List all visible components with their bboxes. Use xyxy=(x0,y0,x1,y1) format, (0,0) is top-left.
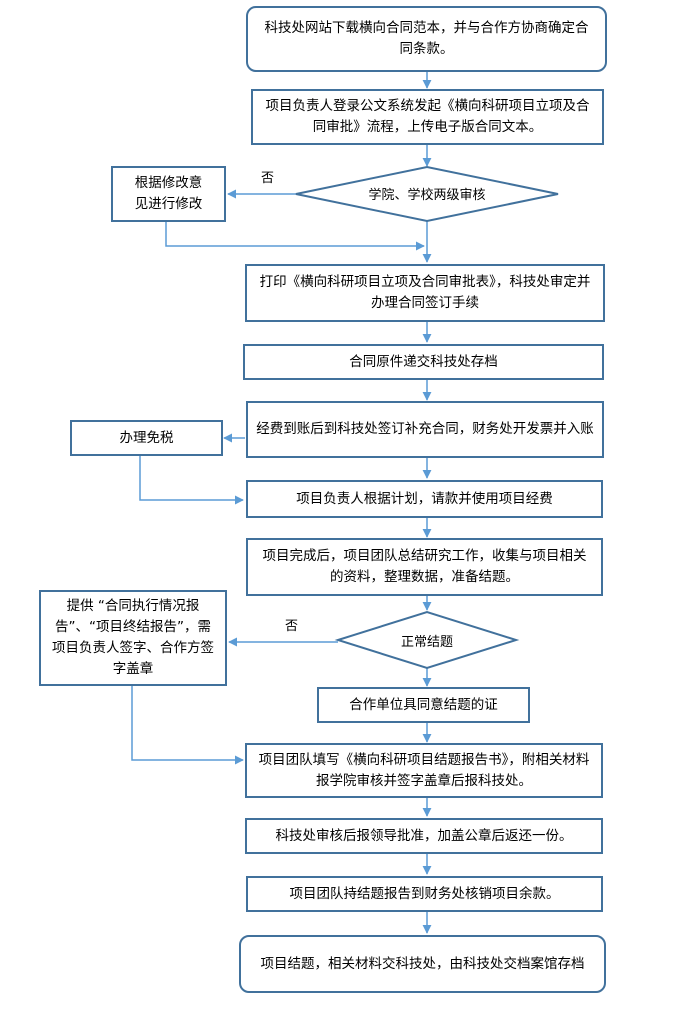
decision-review-label: 学院、学校两级审核 xyxy=(368,188,486,203)
step-download-template-text: 科技处网站下载横向合同范本，并与合作方协商确定合同条款。 xyxy=(264,20,589,57)
step-use-funds: 项目负责人根据计划，请款并使用项目经费 xyxy=(246,480,603,518)
step-provide-reports-text: 提供 “合同执行情况报告”、“项目终结报告”，需项目负责人签字、合作方签字盖章 xyxy=(52,598,214,677)
step-leader-approval-text: 科技处审核后报领导批准，加盖公章后返还一份。 xyxy=(275,827,573,844)
step-project-closed-text: 项目结题，相关材料交科技处，由科技处交档案馆存档 xyxy=(260,955,585,972)
step-prepare-closure-text: 项目完成后，项目团队总结研究工作，收集与项目相关的资料，整理数据，准备结题。 xyxy=(262,548,587,585)
step-tax-exemption: 办理免税 xyxy=(70,420,223,456)
arrow-side3-s9 xyxy=(131,686,244,765)
decision-review-no-label: 否 xyxy=(261,171,275,186)
step-archive-original: 合同原件递交科技处存档 xyxy=(243,344,604,380)
decision-normal-closure-no-label: 否 xyxy=(285,619,299,634)
step-use-funds-text: 项目负责人根据计划，请款并使用项目经费 xyxy=(296,490,553,507)
step-initiate-approval: 项目负责人登录公文系统发起《横向科研项目立项及合同审批》流程，上传电子版合同文本… xyxy=(251,89,604,145)
step-tax-exemption-text: 办理免税 xyxy=(119,429,174,446)
step-closure-report-text: 项目团队填写《横向科研项目结题报告书》，附相关材料报学院审核并签字盖章后报科技处… xyxy=(258,751,590,789)
step-revise: 根据修改意见进行修改 xyxy=(111,166,226,222)
decision-diamond-1 xyxy=(295,165,559,223)
step-project-closed: 项目结题，相关材料交科技处，由科技处交档案馆存档 xyxy=(239,935,606,993)
arrow-side2-s6 xyxy=(139,456,244,505)
step-archive-original-text: 合同原件递交科技处存档 xyxy=(349,353,498,370)
step-leader-approval: 科技处审核后报领导批准，加盖公章后返还一份。 xyxy=(245,818,603,854)
step-funds-received-text: 经费到账后到科技处签订补充合同，财务处开发票并入账 xyxy=(256,421,594,437)
step-closure-report: 项目团队填写《横向科研项目结题报告书》，附相关材料报学院审核并签字盖章后报科技处… xyxy=(245,743,603,798)
step-funds-received: 经费到账后到科技处签订补充合同，财务处开发票并入账 xyxy=(246,401,604,458)
step-provide-reports: 提供 “合同执行情况报告”、“项目终结报告”，需项目负责人签字、合作方签字盖章 xyxy=(39,590,227,686)
step-initiate-approval-text: 项目负责人登录公文系统发起《横向科研项目立项及合同审批》流程，上传电子版合同文本… xyxy=(265,98,590,135)
decision-normal-closure-label: 正常结题 xyxy=(400,635,453,650)
step-partner-certificate: 合作单位具同意结题的证 xyxy=(317,687,530,723)
step-print-approval-text: 打印《横向科研项目立项及合同审批表》，科技处审定并办理合同签订手续 xyxy=(259,274,591,311)
arrow-side1-return xyxy=(165,222,425,251)
step-prepare-closure: 项目完成后，项目团队总结研究工作，收集与项目相关的资料，整理数据，准备结题。 xyxy=(246,538,603,596)
step-finance-writeoff-text: 项目团队持结题报告到财务处核销项目余款。 xyxy=(289,885,560,902)
step-finance-writeoff: 项目团队持结题报告到财务处核销项目余款。 xyxy=(246,876,603,912)
step-partner-certificate-text: 合作单位具同意结题的证 xyxy=(349,696,498,713)
decision-diamond-2 xyxy=(334,610,520,670)
step-download-template: 科技处网站下载横向合同范本，并与合作方协商确定合同条款。 xyxy=(246,6,607,72)
step-revise-text: 根据修改意见进行修改 xyxy=(134,175,203,212)
step-print-approval: 打印《横向科研项目立项及合同审批表》，科技处审定并办理合同签订手续 xyxy=(245,264,605,322)
